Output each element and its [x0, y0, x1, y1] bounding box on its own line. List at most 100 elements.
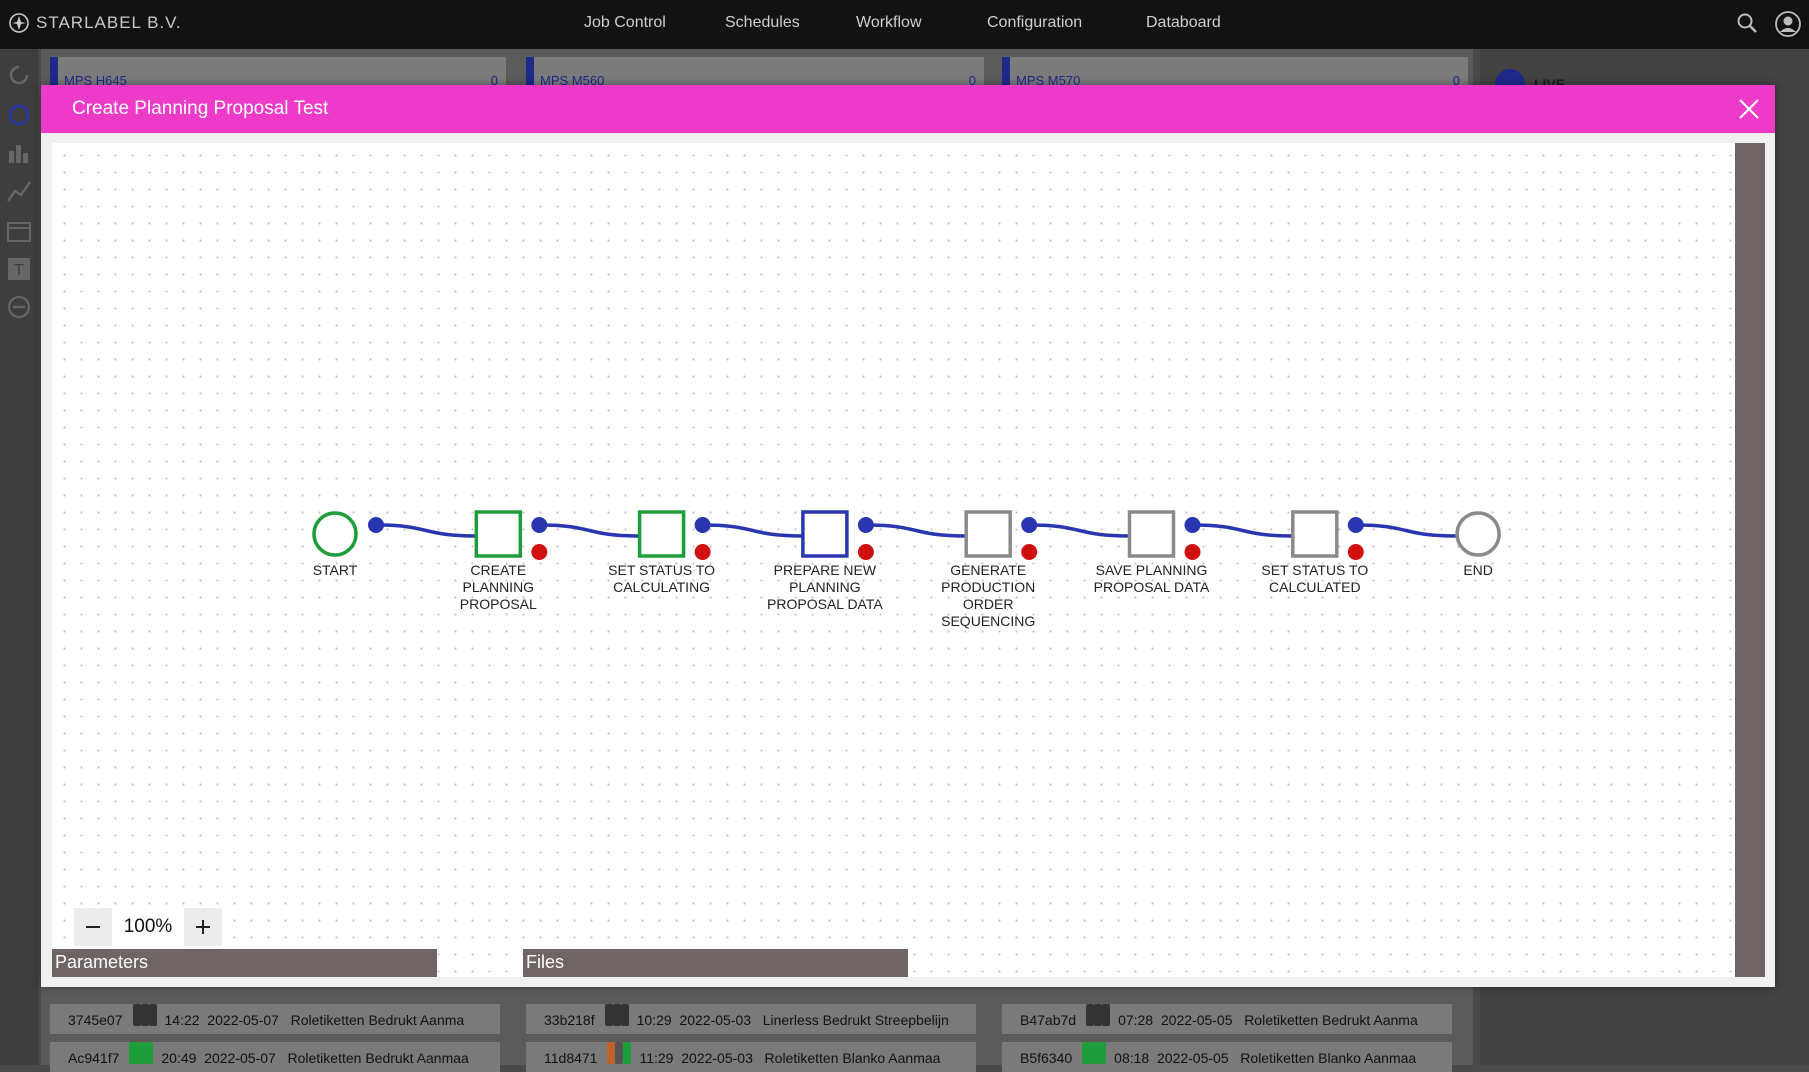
workflow-node[interactable]: [1127, 510, 1176, 558]
job-id: 3745e07: [68, 1012, 123, 1029]
workflow-node-label: GENERATE PRODUCTION ORDER SEQUENCING: [941, 562, 1036, 629]
workflow-node[interactable]: [637, 510, 686, 558]
files-panel-tab[interactable]: Files: [523, 949, 908, 977]
error-port[interactable]: [1021, 544, 1038, 560]
workflow-connector: [375, 523, 477, 538]
search-icon[interactable]: [1735, 11, 1759, 40]
bar-chart-icon[interactable]: [5, 139, 33, 167]
main-menu: Job Control Schedules Workflow Configura…: [0, 0, 1809, 49]
job-time: 10:29: [636, 1012, 672, 1029]
workflow-node-label: SET STATUS TO CALCULATED: [1261, 562, 1369, 595]
job-date: 2022-05-07: [207, 1012, 279, 1029]
machine-card-count: 0: [1452, 73, 1460, 88]
nav-item-databoard[interactable]: Databoard: [1146, 14, 1221, 31]
workflow-node[interactable]: [801, 510, 849, 558]
canvas-scrollbar[interactable]: [1735, 143, 1765, 977]
nav-item-configuration[interactable]: Configuration: [987, 14, 1083, 31]
line-chart-icon[interactable]: [5, 177, 33, 205]
workflow-diagram: [312, 510, 1501, 560]
job-row[interactable]: Ac941f7 20:49 2022-05-07 Roletiketten Bed…: [50, 1042, 500, 1072]
zoom-in-button[interactable]: [184, 908, 222, 946]
workflow-node-label: PREPARE NEW PLANNING PROPOSAL DATA: [767, 562, 883, 612]
error-port[interactable]: [857, 544, 874, 560]
job-id: 33b218f: [544, 1012, 595, 1029]
error-port[interactable]: [694, 544, 711, 560]
job-status-bars: [1086, 1004, 1111, 1034]
minus-icon: [86, 926, 100, 928]
workflow-connector: [865, 523, 967, 538]
job-description: Roletiketten Blanko Aanmaa: [1240, 1050, 1417, 1067]
starlabel-logo-icon: [9, 13, 29, 33]
job-row[interactable]: 11d8471 11:29 2022-05-03 Roletiketten Bla…: [526, 1042, 976, 1072]
job-time: 14:22: [164, 1012, 200, 1029]
job-status-bars: [1082, 1042, 1107, 1072]
machine-card-count: 0: [968, 73, 976, 88]
workflow-connector: [702, 523, 803, 538]
job-status-bars: [129, 1042, 154, 1072]
workflow-node[interactable]: [1291, 510, 1339, 558]
job-date: 2022-05-03: [681, 1050, 753, 1067]
output-port[interactable]: [1184, 517, 1201, 533]
refresh-icon[interactable]: [5, 61, 33, 89]
remove-icon[interactable]: [5, 293, 33, 321]
nav-item-job-control[interactable]: Job Control: [584, 14, 666, 31]
error-port[interactable]: [1347, 544, 1364, 560]
job-description: Roletiketten Bedrukt Aanmaa: [287, 1050, 469, 1067]
brand-logo[interactable]: STARLABEL B.V.: [8, 12, 182, 34]
machine-card[interactable]: MPS M570 0: [1002, 57, 1468, 89]
nav-item-workflow[interactable]: Workflow: [856, 14, 922, 31]
parameters-tab-label: Parameters: [55, 952, 149, 972]
workflow-node-label: SAVE PLANNING PROPOSAL DATA: [1093, 562, 1210, 595]
machine-card[interactable]: MPS M560 0: [526, 57, 984, 89]
close-icon[interactable]: [1737, 97, 1761, 121]
workflow-connector: [1192, 523, 1293, 538]
job-description: Roletiketten Blanko Aanmaa: [764, 1050, 941, 1067]
zoom-level: 100%: [112, 908, 184, 946]
workflow-node[interactable]: [474, 510, 523, 558]
job-row[interactable]: 3745e07 14:22 2022-05-07 Roletiketten Bed…: [50, 1004, 500, 1034]
machine-card-label: MPS M560: [540, 73, 605, 88]
parameters-panel-tab[interactable]: Parameters: [52, 949, 437, 977]
output-port[interactable]: [1347, 517, 1364, 533]
workflow-node[interactable]: [1455, 511, 1501, 557]
job-time: 07:28: [1118, 1012, 1154, 1029]
output-port[interactable]: [1021, 517, 1038, 533]
user-icon[interactable]: [1775, 11, 1801, 42]
workflow-node-label: START: [312, 562, 358, 578]
top-navigation-bar: STARLABEL B.V. Job Control Schedules Wor…: [0, 0, 1809, 49]
job-date: 2022-05-07: [204, 1050, 276, 1067]
machine-card-label: MPS M570: [1016, 73, 1081, 88]
job-time: 11:29: [639, 1050, 674, 1067]
sync-icon[interactable]: [5, 101, 33, 129]
output-port[interactable]: [368, 517, 384, 533]
job-date: 2022-05-03: [679, 1012, 752, 1029]
files-tab-label: Files: [526, 952, 565, 972]
workflow-node[interactable]: [312, 511, 358, 557]
job-id: Ac941f7: [68, 1050, 120, 1067]
job-description: Roletiketten Bedrukt Aanma: [290, 1012, 465, 1029]
text-icon[interactable]: T: [5, 255, 33, 283]
workflow-node[interactable]: [964, 510, 1012, 558]
job-time: 20:49: [161, 1050, 197, 1067]
workflow-connector: [539, 523, 640, 538]
job-description: Roletiketten Bedrukt Aanma: [1244, 1012, 1418, 1029]
workflow-node-label: END: [1463, 562, 1493, 578]
output-port[interactable]: [531, 517, 548, 533]
error-port[interactable]: [531, 544, 548, 560]
machine-card[interactable]: MPS H645 0: [50, 57, 506, 89]
error-port[interactable]: [1184, 544, 1201, 560]
output-port[interactable]: [857, 517, 874, 533]
zoom-control: 100%: [74, 908, 222, 946]
calendar-icon[interactable]: [5, 217, 33, 245]
job-status-bars: [132, 1004, 157, 1034]
nav-item-schedules[interactable]: Schedules: [725, 14, 800, 31]
job-id: 11d8471: [544, 1050, 598, 1067]
output-port[interactable]: [694, 517, 711, 533]
zoom-out-button[interactable]: [74, 908, 112, 946]
brand-name: STARLABEL B.V.: [36, 13, 182, 32]
machine-card-count: 0: [490, 73, 498, 88]
